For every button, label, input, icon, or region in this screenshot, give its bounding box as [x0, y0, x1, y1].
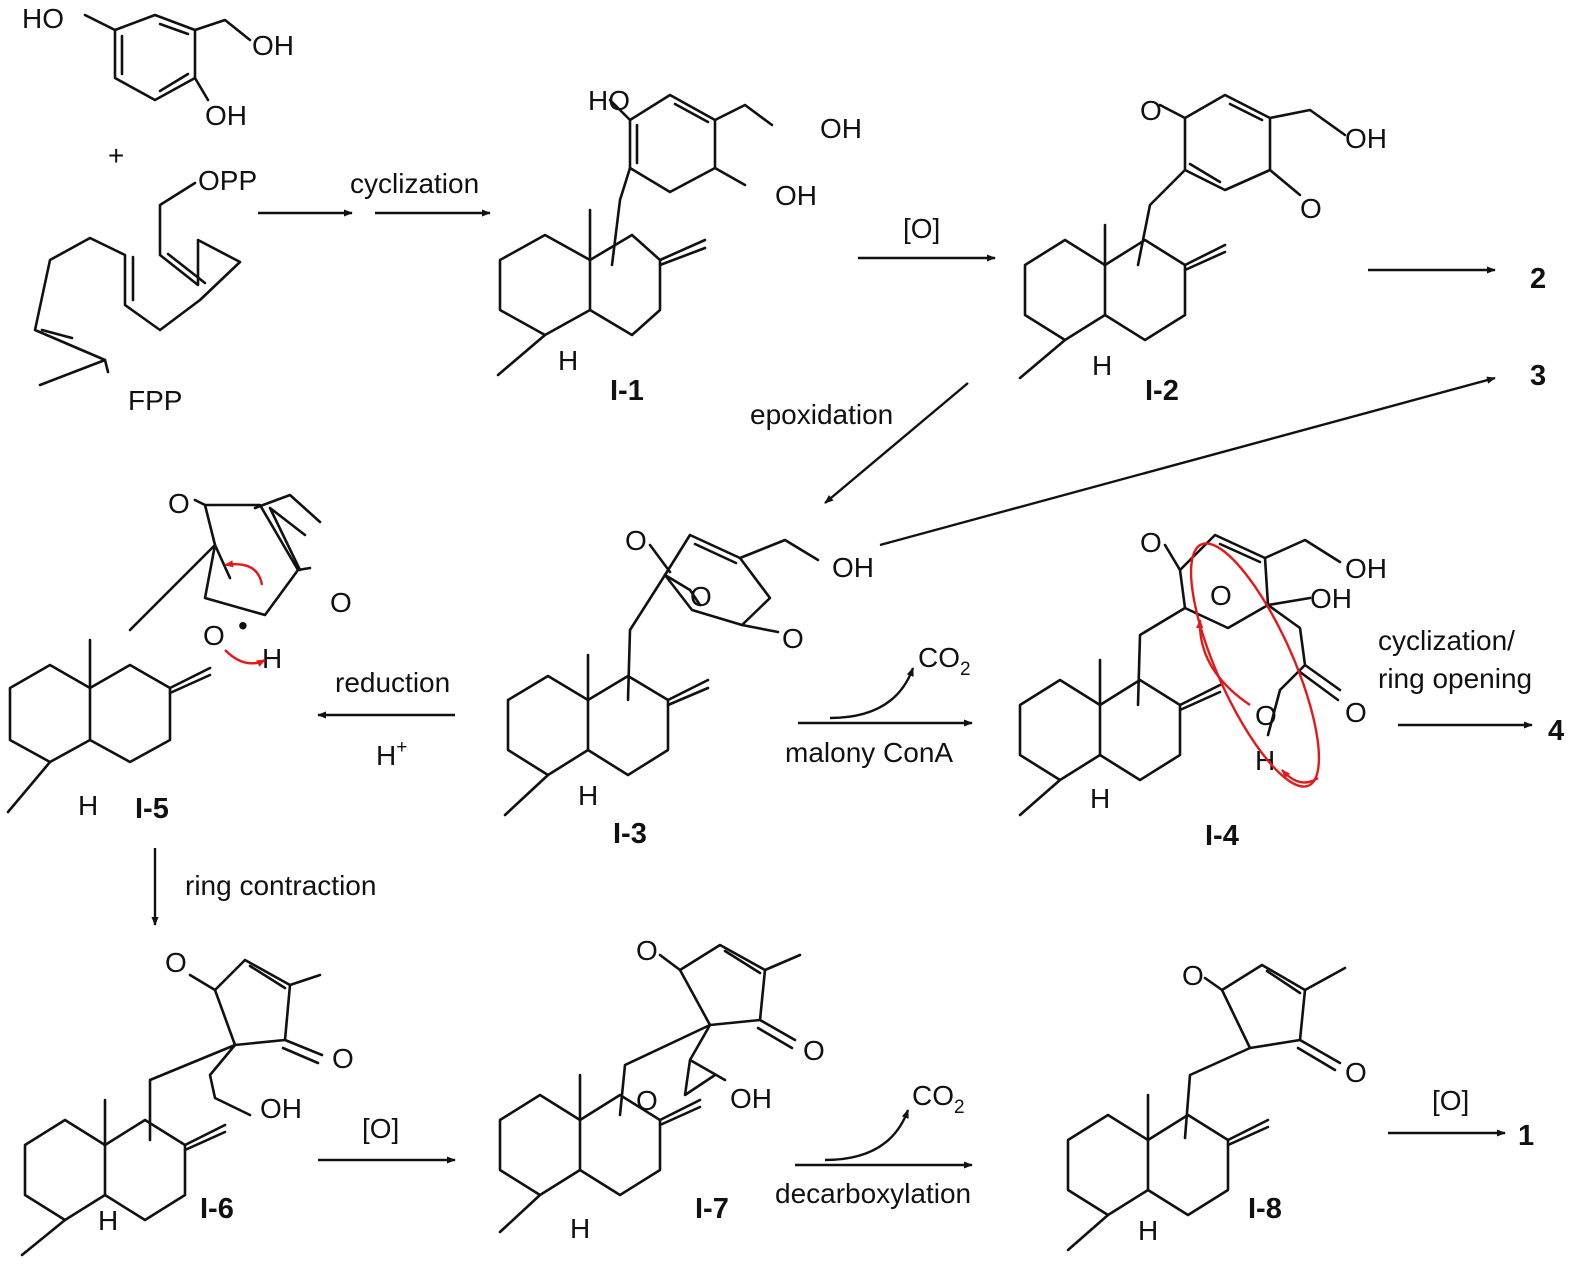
co2-text-2: CO	[912, 1080, 954, 1111]
reduction-label: reduction	[335, 667, 450, 698]
co2-sub-2: 2	[954, 1097, 965, 1118]
i7-h: H	[570, 1213, 590, 1244]
cyclization-label: cyclization	[350, 168, 479, 199]
i5-electron-arrow-2	[224, 649, 266, 667]
i4-electron-arrow-2	[1281, 769, 1319, 784]
i3-o-1: O	[625, 525, 647, 556]
i3-o-epox: O	[690, 581, 712, 612]
i3-o-2: O	[782, 623, 804, 654]
epoxidation-label: epoxidation	[750, 399, 893, 430]
product-3: 3	[1530, 360, 1546, 392]
i4-structure	[1018, 533, 1342, 817]
oxidation-label-1: [O]	[903, 213, 940, 244]
i4-oh-2: OH	[1310, 583, 1352, 614]
i5-electron-arrow-1	[224, 560, 264, 586]
proton-label: H+	[376, 737, 407, 771]
i5-h: H	[78, 790, 98, 821]
hydroquinone-oh-1: OH	[252, 30, 294, 61]
i7-o-acid: O	[636, 1085, 658, 1116]
i5-o-1: O	[168, 488, 190, 519]
i3-label: I-3	[613, 818, 647, 850]
oxidation-label-3: [O]	[1432, 1085, 1469, 1116]
cyclization-ring-opening-label-1: cyclization/	[1378, 625, 1515, 656]
co2-release-arrow-2	[824, 1109, 910, 1162]
i2-structure	[1018, 93, 1347, 380]
i4-o-epox: O	[1210, 580, 1232, 611]
epoxidation-arrow	[824, 382, 969, 504]
i4-electron-arrow-1	[1196, 619, 1251, 706]
arrow-to-3	[879, 376, 1496, 547]
i3-h: H	[578, 780, 598, 811]
plus-sign: +	[108, 140, 124, 171]
product-4: 4	[1548, 715, 1564, 747]
co2-release-arrow-1	[829, 667, 915, 720]
i1-ho: HO	[588, 85, 630, 116]
co2-label-2: CO2	[912, 1080, 965, 1118]
i6-structure	[20, 958, 324, 1257]
i8-h: H	[1138, 1215, 1158, 1246]
oxidation-label-2: [O]	[362, 1113, 399, 1144]
i6-h: H	[98, 1205, 118, 1236]
product-1: 1	[1518, 1120, 1534, 1152]
i1-label: I-1	[610, 375, 644, 407]
i4-o-1: O	[1140, 527, 1162, 558]
i2-oh: OH	[1345, 123, 1387, 154]
i8-structure	[1066, 963, 1347, 1252]
proton-charge: +	[396, 737, 407, 758]
i1-oh-2: OH	[775, 180, 817, 211]
i5-o-epox: O	[203, 620, 225, 651]
i7-o-1: O	[636, 935, 658, 966]
i8-o-2: O	[1345, 1057, 1367, 1088]
i2-label: I-2	[1145, 375, 1179, 407]
i2-h: H	[1092, 350, 1112, 381]
co2-sub-1: 2	[960, 659, 971, 680]
i7-oh: OH	[730, 1083, 772, 1114]
malonyl-label: malony ConA	[785, 737, 953, 768]
fpp-structure	[33, 181, 242, 387]
i4-o-acid: O	[1255, 700, 1277, 731]
co2-text-1: CO	[918, 642, 960, 673]
co2-label-1: CO2	[918, 642, 971, 680]
i7-structure	[498, 943, 802, 1234]
i6-o-2: O	[332, 1043, 354, 1074]
proton-h: H	[376, 740, 396, 771]
i5-o-2: O	[330, 587, 352, 618]
i6-oh: OH	[260, 1093, 302, 1124]
i5-label: I-5	[135, 793, 169, 825]
hydroquinone-ho: HO	[22, 3, 64, 34]
i7-o-2: O	[803, 1035, 825, 1066]
i4-label: I-4	[1205, 820, 1239, 852]
i1-h: H	[558, 345, 578, 376]
i7-label: I-7	[695, 1193, 729, 1225]
decarboxylation-label: decarboxylation	[775, 1178, 971, 1209]
i5-h-radical: H	[262, 643, 282, 674]
i6-label: I-6	[200, 1193, 234, 1225]
i4-h: H	[1090, 783, 1110, 814]
fpp-opp: OPP	[198, 165, 257, 196]
cyclization-ring-opening-label-2: ring opening	[1378, 663, 1532, 694]
i1-structure	[496, 93, 774, 377]
i6-o-1: O	[165, 947, 187, 978]
i5-structure	[6, 493, 322, 814]
i3-structure	[503, 533, 820, 817]
i5-radical: •	[238, 610, 248, 641]
i8-label: I-8	[1248, 1193, 1282, 1225]
i4-h-acid: H	[1255, 745, 1275, 776]
i2-o-2: O	[1300, 193, 1322, 224]
ring-contraction-label: ring contraction	[185, 870, 376, 901]
i1-oh-1: OH	[820, 113, 862, 144]
i4-oh-1: OH	[1345, 553, 1387, 584]
product-2: 2	[1530, 263, 1546, 295]
hydroquinone-structure: HO OH OH	[22, 3, 294, 131]
hydroquinone-oh-2: OH	[205, 100, 247, 131]
i2-o-1: O	[1140, 95, 1162, 126]
i3-oh: OH	[832, 552, 874, 583]
i8-o-1: O	[1182, 960, 1204, 991]
fpp-label: FPP	[128, 385, 182, 416]
i4-o-carbonyl: O	[1345, 697, 1367, 728]
